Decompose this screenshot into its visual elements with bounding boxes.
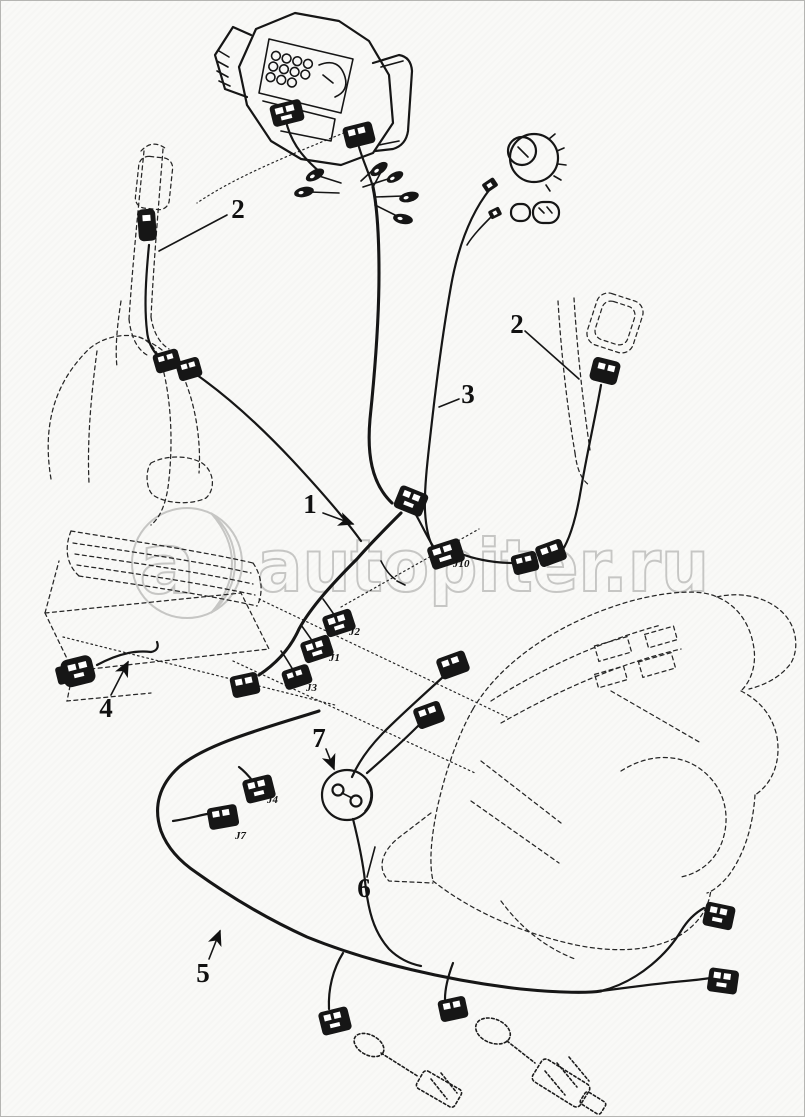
callout-6: 6 [357,873,371,903]
leader-2-left [158,214,228,252]
console-harness-branches [285,123,404,505]
callout-4: 4 [99,693,113,723]
watermark-logo-letter: a [139,515,196,613]
mating-cable-assembly-right [474,1017,607,1115]
leader-6 [366,846,376,878]
connectors [137,99,740,1036]
harness-6-wire [320,675,445,968]
callout-7: 7 [312,723,326,753]
grommet [320,768,374,822]
harness-3-wire [423,187,494,551]
leader-5 [208,929,222,960]
label-j10: J10 [452,558,470,570]
key-switch [506,132,567,192]
label-j4: J4 [266,794,279,806]
lamp-part [509,200,561,225]
callout-5: 5 [196,958,210,988]
console-gauge [318,61,347,98]
leader-2-right [524,330,580,380]
callout-2-left: 2 [231,194,245,224]
watermark: a autopiter.ru [131,507,710,619]
callout-1: 1 [303,489,317,519]
label-j2: J2 [348,626,361,638]
label-j7: J7 [234,830,247,842]
leader-7 [321,748,336,771]
harness-5-wire [156,709,713,1011]
callout-2-right: 2 [510,309,524,339]
leader-1 [322,512,355,526]
mating-cable-assembly-left [353,1032,463,1108]
leader-4 [110,660,129,696]
console-keypad [265,50,314,88]
callout-3: 3 [461,379,475,409]
watermark-logo-crescent [210,512,236,614]
projection-lines [62,128,508,774]
operator-seat [44,334,270,702]
watermark-text: autopiter.ru [257,524,709,608]
seat-belt-left [115,143,174,368]
harness-2-left-wire [144,243,363,543]
callouts: 1 2 2 3 4 5 6 7 [99,194,580,988]
instrument-console [213,11,414,167]
chassis-engine-compartment [381,591,797,960]
seat-belt-right [557,292,644,486]
leader-3 [438,398,460,408]
harness-4-wire [55,640,159,688]
watermark-logo-circle [131,507,243,619]
label-j1: J1 [328,652,340,664]
label-j3: J3 [305,682,318,694]
connector-labels: J10 J2 J1 J3 J4 J7 [234,558,470,842]
